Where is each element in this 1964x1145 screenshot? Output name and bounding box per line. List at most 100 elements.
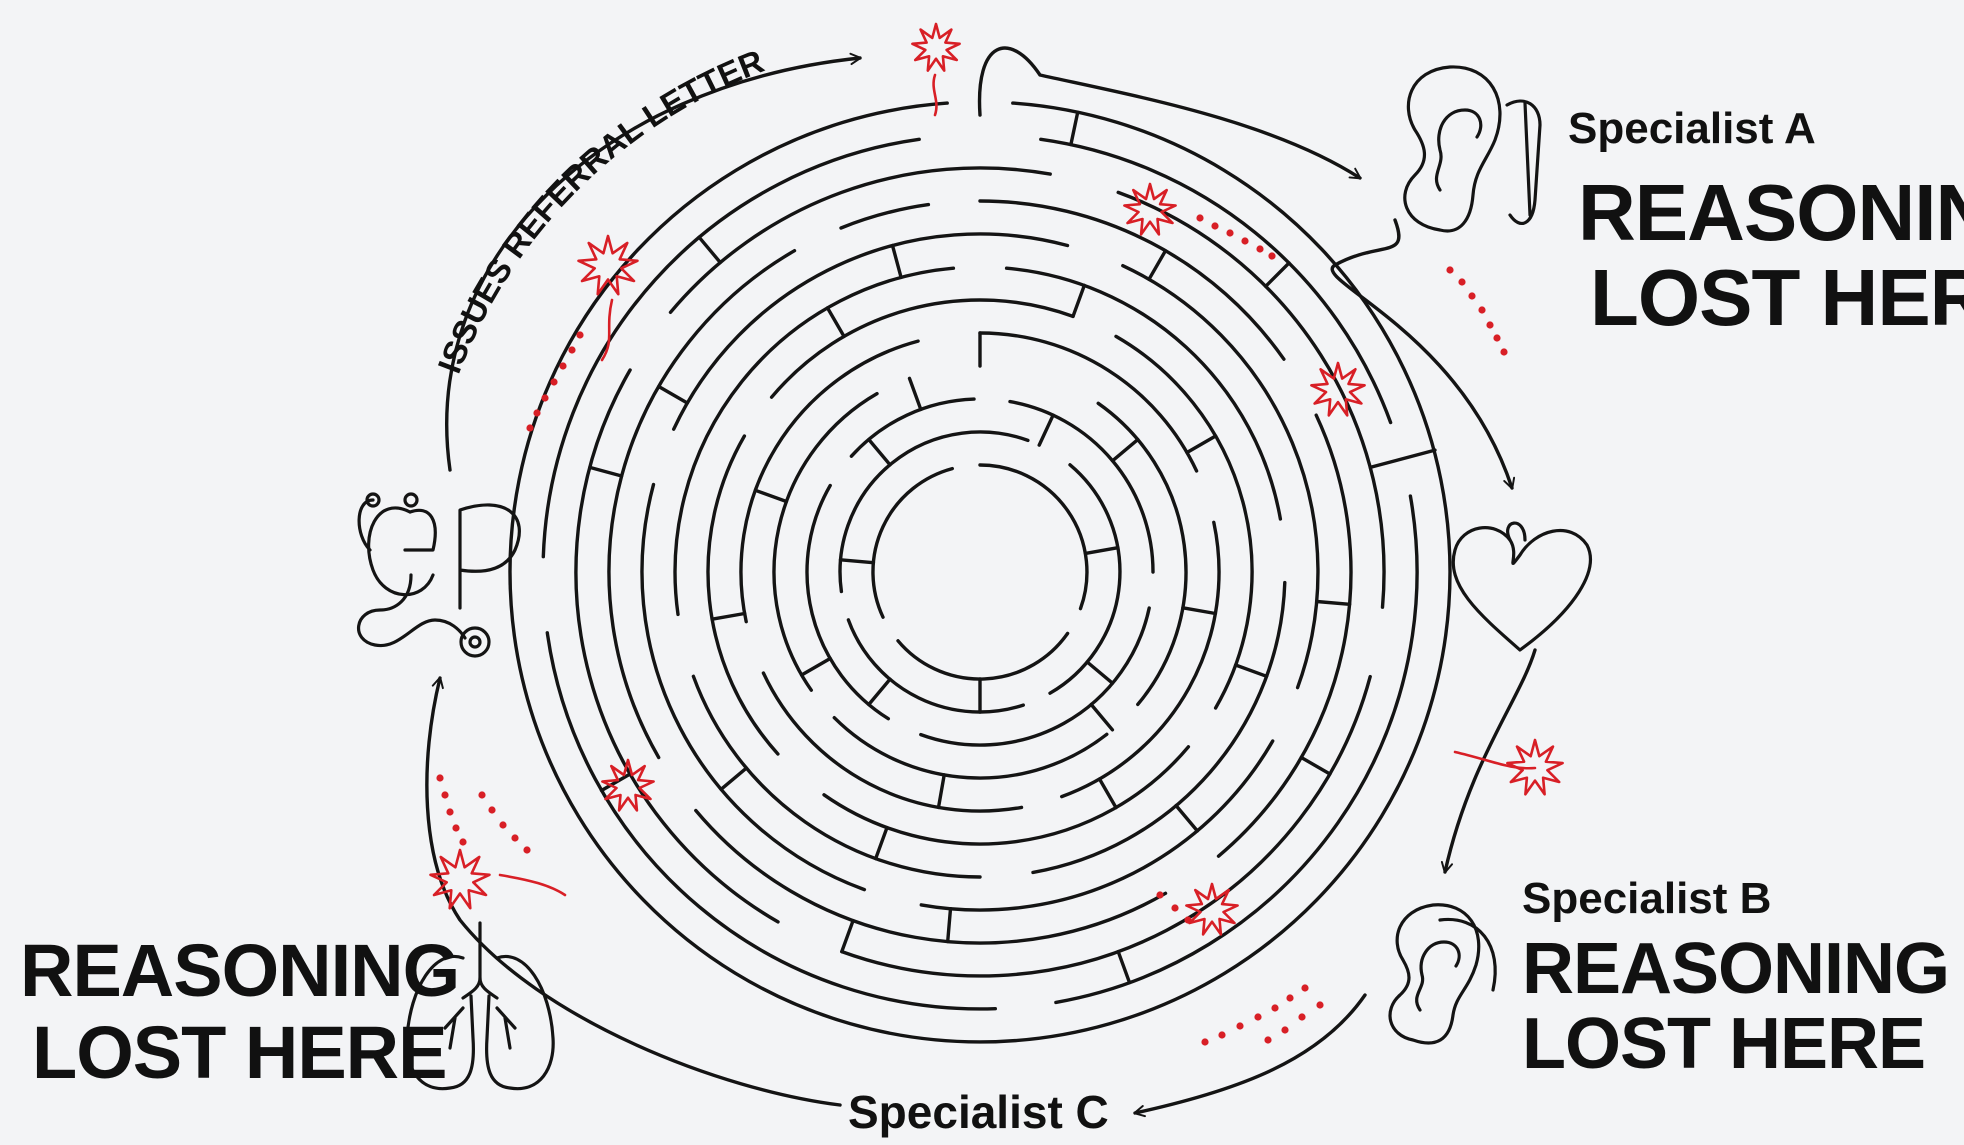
- maze-connector-31: [1039, 415, 1053, 445]
- specialist-a-warning-line1: REASONING: [1578, 168, 1964, 257]
- maze-connector-10: [1317, 602, 1350, 605]
- red-dot: [1493, 334, 1500, 341]
- arrow-center-to-specialist-a: [980, 48, 1360, 178]
- red-dot: [1196, 214, 1203, 221]
- maze-connector-9: [1149, 251, 1166, 280]
- maze-connector-30: [910, 378, 921, 409]
- maze-connector-19: [1100, 779, 1117, 808]
- red-dot: [446, 808, 453, 815]
- maze-connector-4: [1118, 952, 1129, 983]
- red-dot: [533, 409, 540, 416]
- red-dot: [541, 394, 548, 401]
- red-dot: [1218, 1031, 1225, 1038]
- maze-connector-13: [721, 768, 746, 789]
- maze-connector-26: [1091, 705, 1112, 730]
- red-dot: [1171, 904, 1178, 911]
- maze-ring-11-wall-2: [873, 469, 952, 618]
- maze-connector-7: [590, 467, 622, 476]
- red-dot: [488, 806, 495, 813]
- red-dot: [511, 834, 518, 841]
- maze: [510, 103, 1450, 1042]
- maze-connector-18: [1236, 665, 1267, 676]
- maze-connector-0: [1071, 112, 1078, 144]
- red-dot: [576, 331, 583, 338]
- red-dot: [1468, 292, 1475, 299]
- red-dot: [1256, 245, 1263, 252]
- ear-hearing-aid-icon: [1405, 67, 1540, 231]
- red-dot: [1271, 1004, 1278, 1011]
- red-dot: [1264, 1036, 1271, 1043]
- specialist-b-label: Specialist B: [1522, 874, 1771, 923]
- red-dot: [1458, 278, 1465, 285]
- maze-connector-3: [1301, 758, 1330, 775]
- maze-connector-36: [841, 560, 874, 563]
- maze-connector-14: [659, 387, 688, 404]
- red-dot: [1281, 1026, 1288, 1033]
- gp-warning-line2: LOST HERE: [32, 1011, 446, 1094]
- red-dot: [459, 838, 466, 845]
- red-dot: [1268, 252, 1275, 259]
- red-dot: [1241, 237, 1248, 244]
- maze-connector-8: [699, 237, 720, 262]
- specialist-b-warning-line1: REASONING: [1522, 929, 1949, 1009]
- maze-ring-2-wall-2: [576, 370, 778, 922]
- red-dot: [1201, 1038, 1208, 1045]
- red-dot: [436, 774, 443, 781]
- red-dot: [1316, 1001, 1323, 1008]
- maze-connector-16: [1073, 285, 1084, 316]
- maze-ring-4-wall-0: [1123, 266, 1318, 688]
- red-burst: [1311, 363, 1364, 415]
- maze-ring-7-wall-2: [763, 673, 1021, 811]
- gp-warning-line1: REASONING: [20, 929, 459, 1012]
- red-dot: [559, 362, 566, 369]
- maze-connector-32: [1085, 548, 1118, 554]
- specialist-a-warning-line2: LOST HERE: [1590, 253, 1964, 342]
- red-burst-tail: [934, 75, 937, 115]
- maze-connector-20: [876, 828, 887, 859]
- maze-ring-5-wall-3: [675, 268, 953, 614]
- red-dot: [499, 821, 506, 828]
- maze-connector-33: [1087, 662, 1112, 683]
- maze-connector-21: [712, 614, 745, 620]
- stethoscope-icon: [359, 494, 520, 656]
- red-burst: [912, 24, 959, 71]
- heart-icon: [1453, 523, 1590, 650]
- red-dot: [1236, 1022, 1243, 1029]
- maze-ring-11-wall-0: [980, 465, 1087, 609]
- maze-connector-5: [842, 921, 853, 952]
- maze-connector-37: [869, 440, 890, 465]
- red-dot: [478, 791, 485, 798]
- maze-ring-11-wall-1: [898, 633, 1068, 679]
- red-dot: [1446, 266, 1453, 273]
- maze-ring-4-wall-3: [674, 234, 1068, 429]
- red-burst: [431, 850, 490, 908]
- red-dot: [568, 346, 575, 353]
- red-burst-tail: [500, 875, 565, 895]
- maze-ring-3-wall-2: [696, 811, 1166, 944]
- ear-icon: [1390, 905, 1495, 1043]
- red-dot: [1500, 348, 1507, 355]
- maze-connector-28: [802, 659, 831, 676]
- red-dot: [1254, 1013, 1261, 1020]
- maze-connector-15: [893, 246, 902, 278]
- red-dot: [452, 824, 459, 831]
- arrow-specialist-b-to-c: [1135, 995, 1365, 1113]
- red-dot: [1211, 222, 1218, 229]
- maze-ring-10-wall-2: [840, 432, 1028, 592]
- maze-connector-24: [1113, 440, 1138, 461]
- maze-ring-1-wall-1: [1056, 496, 1417, 1002]
- red-dot: [1184, 916, 1191, 923]
- maze-connector-27: [939, 775, 945, 808]
- maze-connector-17: [1187, 436, 1216, 453]
- maze-ring-3-wall-0: [980, 201, 1284, 359]
- maze-connector-25: [1183, 608, 1216, 614]
- maze-connector-22: [828, 308, 845, 337]
- maze-connector-2: [1370, 450, 1435, 467]
- red-dot: [526, 424, 533, 431]
- maze-connector-12: [948, 909, 951, 942]
- maze-ring-3-wall-4: [841, 205, 928, 228]
- red-dot: [1486, 321, 1493, 328]
- red-burst: [1124, 184, 1175, 234]
- red-dot: [1478, 306, 1485, 313]
